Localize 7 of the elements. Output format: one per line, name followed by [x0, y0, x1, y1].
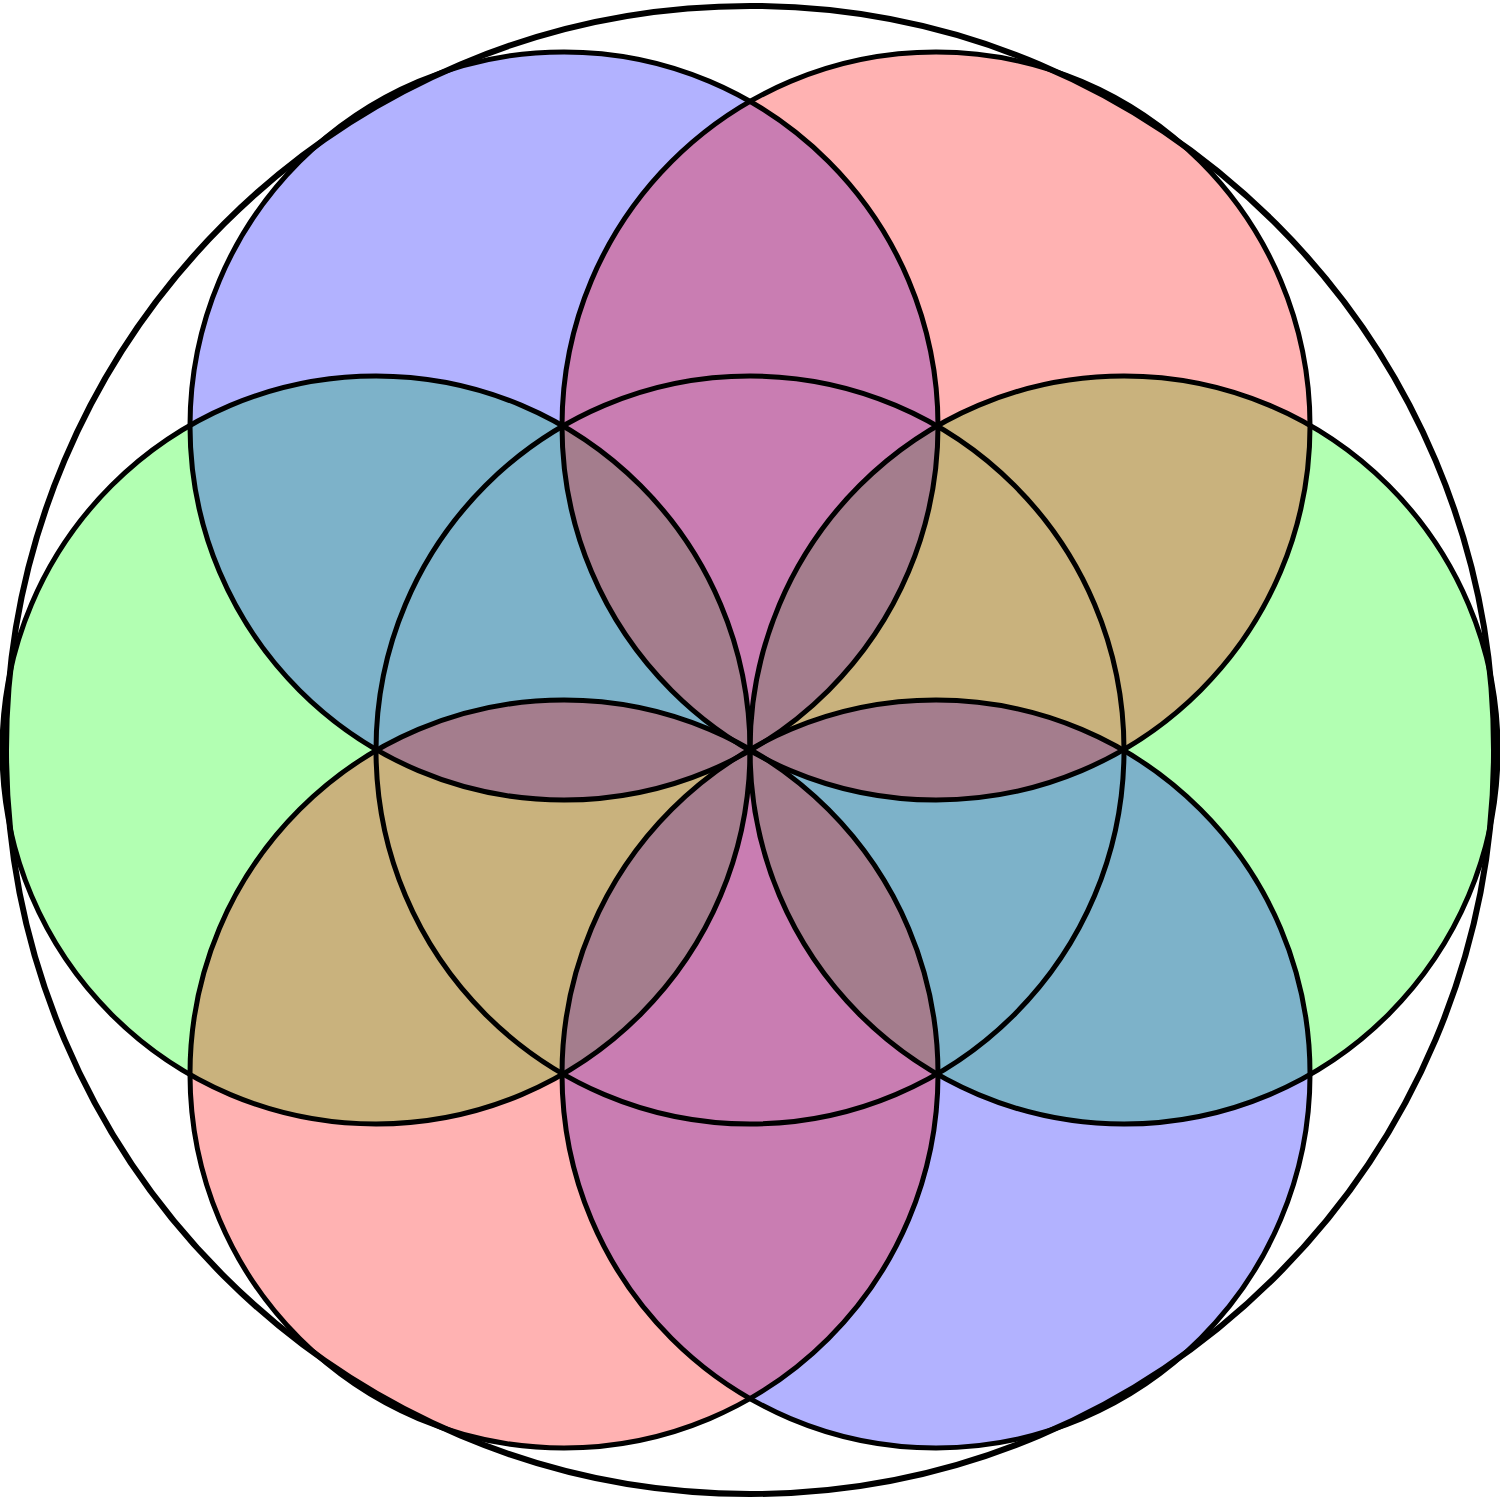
- circle: [0, 373, 753, 1127]
- circle: [373, 373, 1127, 1127]
- circle: [559, 697, 1313, 1451]
- circle: [559, 49, 1313, 803]
- circle: [187, 49, 941, 803]
- circle: [747, 373, 1500, 1127]
- circle: [187, 697, 941, 1451]
